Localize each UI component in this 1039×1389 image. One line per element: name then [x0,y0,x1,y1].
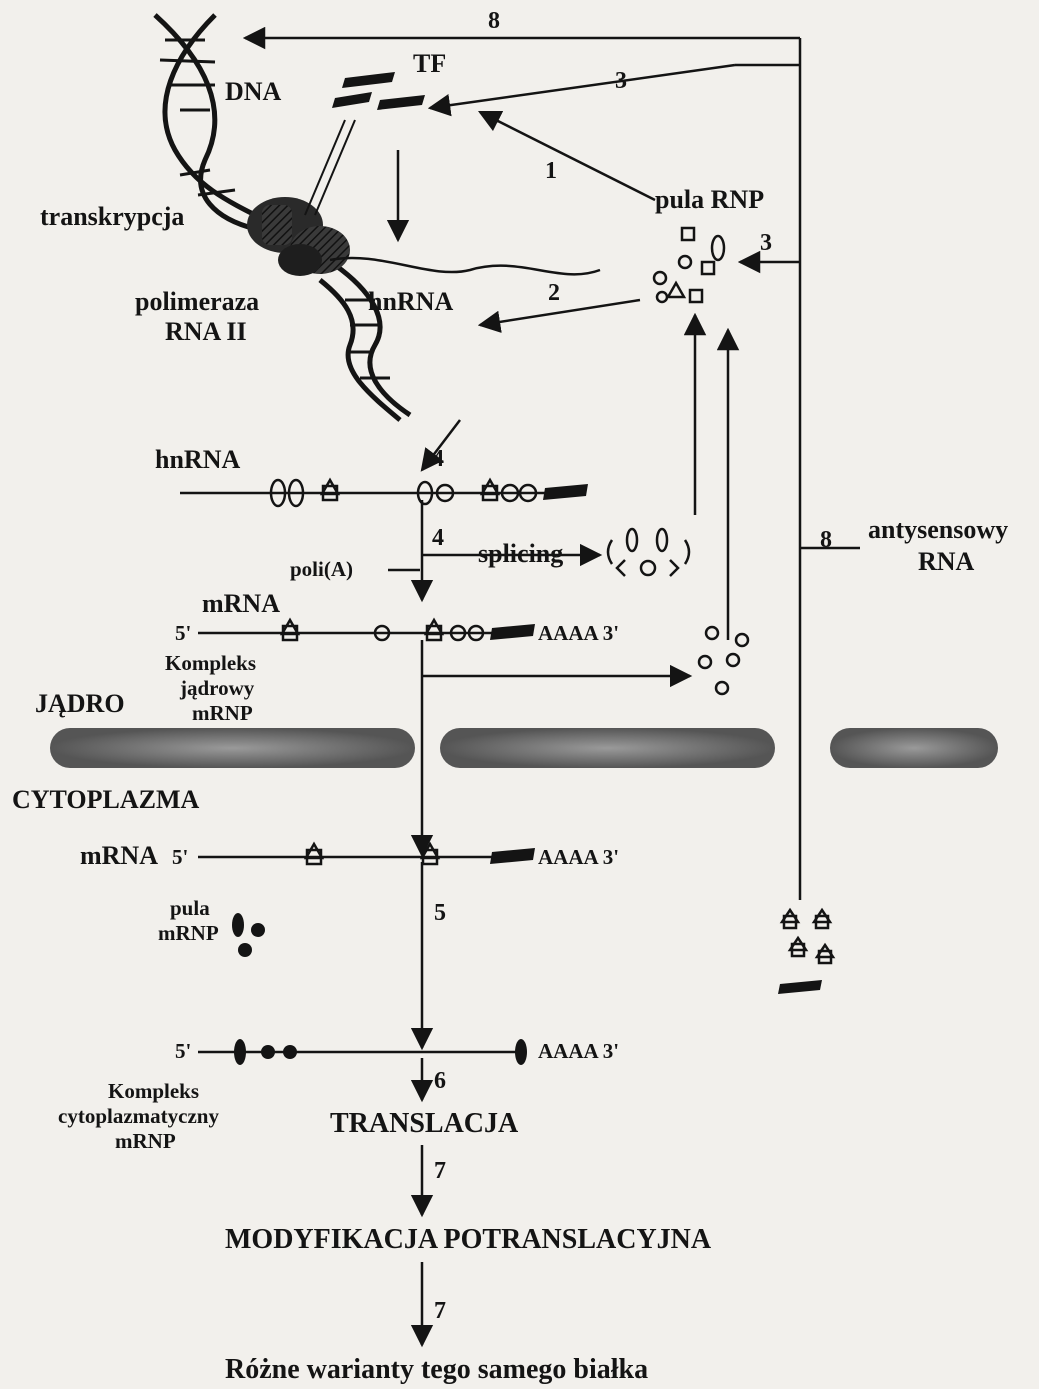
five-prime-cyto: 5' [172,845,188,869]
kompleks-cyto-1: Kompleks [108,1079,199,1103]
rnp-pool-symbols [654,228,724,302]
modyfikacja-label: MODYFIKACJA POTRANSLACYJNA [225,1224,712,1255]
tf-connector-2 [315,120,355,215]
step-4-splicing: 4 [432,525,444,551]
kompleks-jadrowy-2: jądrowy [179,676,255,700]
hnrna-left-label: hnRNA [155,445,240,474]
mrnp-pool-symbols [232,913,265,957]
step-6: 6 [434,1068,446,1094]
tf-label: TF [413,49,446,78]
step-7-first: 7 [434,1158,446,1184]
five-prime-nuc: 5' [175,621,191,645]
step-2: 2 [548,280,560,306]
antysensowy-label-2: RNA [918,547,975,576]
step-7-second: 7 [434,1298,446,1324]
hnrna-molecule [180,480,560,506]
rna-polymerase-ii [247,197,350,276]
hnrna-upper-label: hnRNA [368,287,453,316]
translacja-label: TRANSLACJA [330,1108,519,1139]
transkrypcja-label: transkrypcja [40,202,184,231]
aaaa-final-label: AAAA 3' [538,1039,619,1063]
aaaa-nuc-label: AAAA 3' [538,621,619,645]
step-3-top: 3 [615,68,627,94]
mrna-nuclear-molecule [198,620,525,640]
arrows-up-rnp [695,315,728,640]
cyto-mrnp-molecule [198,1039,527,1065]
kompleks-cyto-2: cytoplazmatyczny [58,1104,219,1128]
arrow-1 [480,112,655,200]
dna-label: DNA [225,77,282,106]
step-3-right: 3 [760,230,772,256]
splicing-label: splicing [478,539,563,568]
hnrna-tail-block [543,484,588,500]
cyto-released-tail-block [778,980,822,994]
arrow-3-top [430,65,735,108]
antysensowy-label-1: antysensowy [868,515,1008,544]
mrna-cyto-label: mRNA [80,841,158,870]
kompleks-cyto-3: mRNP [115,1129,176,1153]
pula-mrnp-label-2: mRNP [158,921,219,945]
mrna-nuc-label: mRNA [202,589,280,618]
rozne-warianty-label: Różne warianty tego samego białka [225,1354,648,1384]
cytoplazma-label: CYTOPLAZMA [12,785,200,814]
spliced-out-fragments [608,529,689,576]
mrna-cyto-molecule [198,844,525,864]
step-1: 1 [545,158,557,184]
step-8-top: 8 [488,8,500,34]
poli-a-label: poli(A) [290,557,353,581]
step-4-upper: 4 [432,446,444,472]
polimeraza-label-2: RNA II [165,317,247,346]
arrow-2 [480,300,640,325]
aaaa-cyto-label: AAAA 3' [538,845,619,869]
tf-connector [305,120,345,215]
five-prime-final: 5' [175,1039,191,1063]
pula-mrnp-label-1: pula [170,896,210,920]
released-rnp-symbols [699,627,748,694]
step-5: 5 [434,900,446,926]
path-8-right [640,38,800,770]
kompleks-jadrowy-3: mRNP [192,701,253,725]
mrna-nuc-tail-block [490,624,535,640]
tf-blocks [332,72,425,110]
kompleks-jadrowy-1: Kompleks [165,651,256,675]
polimeraza-label-1: polimeraza [135,287,259,316]
mrna-cyto-tail-block [490,848,535,864]
nascent-hnrna-strand [330,258,600,274]
pula-rnp-label: pula RNP [655,185,764,214]
cyto-released-symbols [782,910,833,963]
jadro-label: JĄDRO [35,689,125,718]
nuclear-envelope [50,728,998,768]
